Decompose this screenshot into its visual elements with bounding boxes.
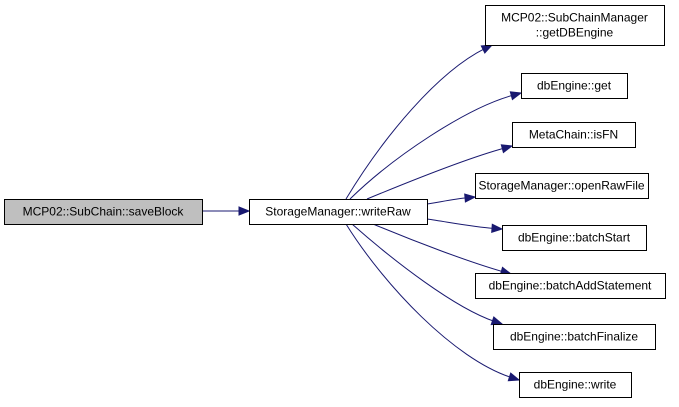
arrow-head-icon (480, 44, 494, 54)
arrow-head-icon (509, 91, 523, 101)
node-writeRaw[interactable]: StorageManager::writeRaw (249, 199, 428, 225)
node-box[interactable] (475, 173, 649, 199)
node-batchAddStatement[interactable]: dbEngine::batchAddStatement (475, 273, 666, 299)
edge-line (349, 94, 514, 200)
node-box[interactable] (485, 5, 665, 46)
edge-line (372, 223, 504, 273)
edges-layer (201, 44, 523, 382)
edge-writeRaw-to-write (345, 223, 521, 382)
nodes-layer: MCP02::SubChain::saveBlock StorageManager… (4, 5, 666, 398)
node-label: dbEngine::write (534, 378, 617, 392)
edge-line (426, 218, 495, 229)
edge-line (351, 223, 495, 322)
node-label: dbEngine::batchFinalize (510, 330, 638, 344)
node-label: StorageManager::openRawFile (478, 179, 644, 193)
edge-writeRaw-to-batchStart (426, 218, 504, 234)
node-label: MetaChain::isFN (529, 128, 618, 142)
node-batchStart[interactable]: dbEngine::batchStart (502, 225, 647, 251)
edge-writeRaw-to-isFN (366, 144, 514, 200)
node-openRawFile[interactable]: StorageManager::openRawFile (475, 173, 649, 199)
arrow-head-icon (238, 206, 251, 216)
node-label: ::getDBEngine (536, 26, 614, 40)
edge-line (366, 147, 505, 200)
node-write[interactable]: dbEngine::write (519, 372, 632, 398)
node-label: dbEngine::batchAddStatement (489, 279, 652, 293)
edge-line (345, 48, 486, 200)
edge-writeRaw-to-getDBEngine (345, 44, 494, 200)
edge-writeRaw-to-batchAddStatement (372, 223, 513, 276)
node-isFN[interactable]: MetaChain::isFN (512, 122, 636, 148)
node-box[interactable] (475, 273, 666, 299)
node-label: StorageManager::writeRaw (265, 205, 411, 219)
node-box[interactable] (521, 73, 628, 99)
edge-line (345, 223, 512, 378)
node-label: dbEngine::get (537, 79, 612, 93)
arrow-head-icon (491, 223, 504, 234)
node-getDBEngine[interactable]: MCP02::SubChainManager::getDBEngine (485, 5, 665, 46)
node-box[interactable] (512, 122, 636, 148)
arrow-head-icon (490, 316, 504, 326)
arrow-head-icon (500, 144, 514, 154)
edge-saveBlock-to-writeRaw (201, 206, 251, 216)
node-batchFinalize[interactable]: dbEngine::batchFinalize (493, 324, 656, 350)
node-label: MCP02::SubChainManager (501, 11, 648, 25)
node-box[interactable] (519, 372, 632, 398)
node-label: dbEngine::batchStart (518, 231, 631, 245)
edge-writeRaw-to-openRawFile (426, 193, 477, 205)
node-label: MCP02::SubChain::saveBlock (23, 205, 185, 219)
node-get[interactable]: dbEngine::get (521, 73, 628, 99)
node-box[interactable] (4, 199, 203, 225)
edge-writeRaw-to-get (349, 91, 523, 200)
node-box[interactable] (249, 199, 428, 225)
node-box[interactable] (493, 324, 656, 350)
edge-line (426, 197, 468, 205)
arrow-head-icon (464, 193, 477, 203)
node-box[interactable] (502, 225, 647, 251)
arrow-head-icon (507, 372, 521, 382)
node-saveBlock[interactable]: MCP02::SubChain::saveBlock (4, 199, 203, 225)
